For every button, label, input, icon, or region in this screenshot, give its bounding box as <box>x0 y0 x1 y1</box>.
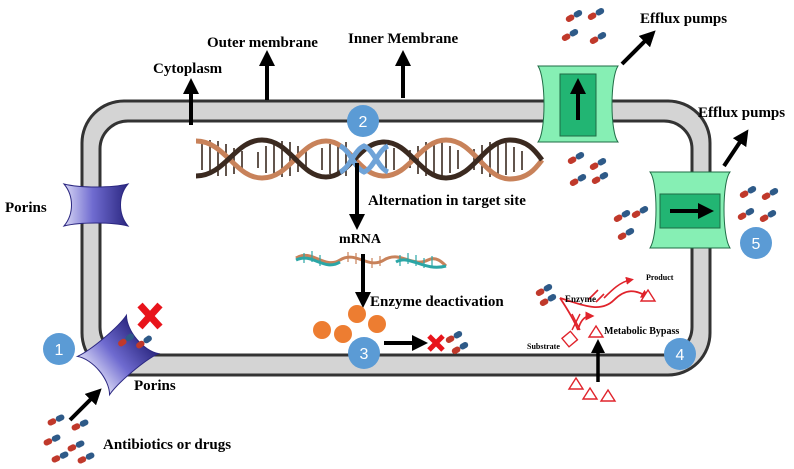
porin-icon <box>62 183 130 227</box>
marker-5: 5 <box>740 227 772 259</box>
marker-2: 2 <box>347 105 379 137</box>
cytoplasm-label: Cytoplasm <box>153 61 223 77</box>
block-x-icon <box>137 302 163 330</box>
svg-text:2: 2 <box>359 114 368 131</box>
arrow-diagonal-icon <box>68 388 102 422</box>
inner-membrane-label: Inner Membrane <box>348 31 458 47</box>
mrna-strand-icon <box>295 251 448 269</box>
efflux-pumps-top-label: Efflux pumps <box>640 11 727 27</box>
enzyme-label: Enzyme <box>565 294 596 304</box>
metabolic-bypass-label: Metabolic Bypass <box>604 326 679 337</box>
metabolic-bypass-pathway <box>534 276 656 402</box>
drug-capsule-icon <box>42 413 96 465</box>
porins-bottom-label: Porins <box>134 378 176 394</box>
outer-membrane-label: Outer membrane <box>207 35 318 51</box>
svg-text:3: 3 <box>360 346 369 363</box>
arrow-diagonal-icon <box>620 30 656 66</box>
dna-helix-icon <box>195 137 545 182</box>
inner-membrane-shape <box>98 119 694 357</box>
efflux-pumps-right-label: Efflux pumps <box>698 105 785 121</box>
marker-1: 1 <box>43 333 75 365</box>
alternation-label: Alternation in target site <box>368 193 526 209</box>
svg-text:4: 4 <box>676 347 685 364</box>
antibiotics-label: Antibiotics or drugs <box>103 437 231 453</box>
svg-text:1: 1 <box>55 342 64 359</box>
efflux-pump-icon <box>536 65 620 143</box>
mrna-label: mRNA <box>339 232 382 247</box>
block-x-icon <box>427 334 445 352</box>
enzyme-ball-icon <box>313 305 386 343</box>
marker-4: 4 <box>664 338 696 370</box>
product-label: Product <box>646 273 674 282</box>
porins-left-label: Porins <box>5 200 47 216</box>
efflux-pump-icon <box>648 171 732 249</box>
marker-3: 3 <box>348 337 380 369</box>
arrow-diagonal-icon <box>722 129 749 168</box>
enzyme-deactivation-label: Enzyme deactivation <box>370 294 504 310</box>
substrate-label: Substrate <box>527 342 560 351</box>
porin-icon <box>75 313 161 397</box>
svg-text:5: 5 <box>752 236 761 253</box>
